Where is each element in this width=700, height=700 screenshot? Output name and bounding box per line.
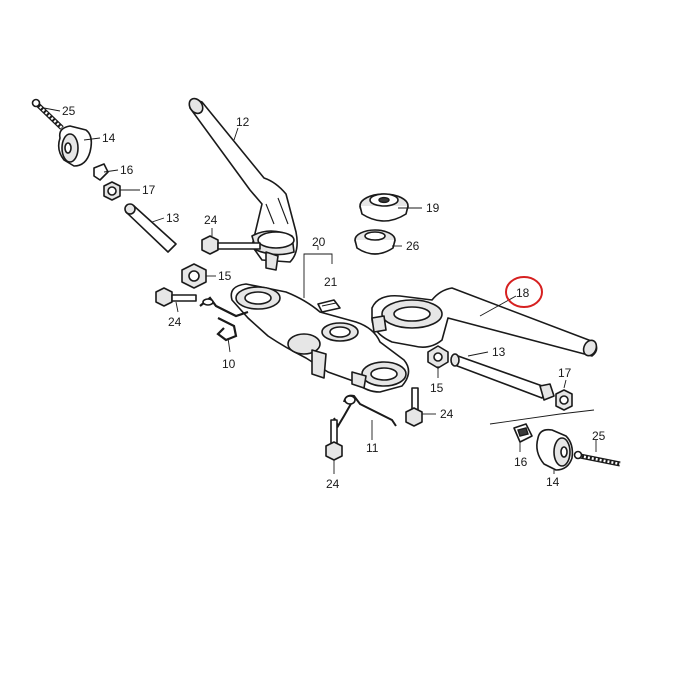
nut-17-right[interactable] bbox=[555, 389, 573, 411]
wire-clip-10[interactable] bbox=[199, 296, 249, 342]
callout-18[interactable]: 18 bbox=[516, 286, 530, 300]
callout-14-right: 14 bbox=[546, 475, 560, 489]
callout-13-right: 13 bbox=[492, 345, 506, 359]
rod-13-right[interactable] bbox=[450, 353, 555, 401]
callout-20: 20 bbox=[312, 235, 326, 249]
collar-nut-15-left[interactable] bbox=[181, 263, 207, 289]
rod-13-left[interactable] bbox=[124, 203, 177, 253]
callouts: 25 14 16 17 13 12 24 15 20 21 19 26 18 2… bbox=[62, 104, 606, 491]
bar-end-weight-14-right[interactable] bbox=[536, 428, 574, 471]
callout-17-right: 17 bbox=[558, 366, 572, 380]
bolt-24-upper-left[interactable] bbox=[201, 235, 261, 255]
callout-14-left: 14 bbox=[102, 131, 116, 145]
callout-16-right: 16 bbox=[514, 455, 528, 469]
nut-17-left[interactable] bbox=[103, 181, 121, 201]
bar-end-weight-14-left[interactable] bbox=[57, 125, 93, 167]
clip-16-right[interactable] bbox=[513, 423, 533, 443]
steering-stem-nut-19[interactable] bbox=[359, 193, 409, 222]
clip-16-left[interactable] bbox=[93, 163, 109, 181]
callout-12: 12 bbox=[236, 115, 250, 129]
plate-21[interactable] bbox=[317, 299, 341, 313]
washer-26[interactable] bbox=[354, 229, 396, 255]
spring-clip-11[interactable] bbox=[333, 394, 397, 429]
left-handlebar-12[interactable] bbox=[186, 96, 298, 271]
bolt-24-mid-left[interactable] bbox=[155, 287, 197, 307]
leader-lines bbox=[43, 107, 597, 474]
collar-nut-15-right[interactable] bbox=[427, 345, 449, 369]
callout-15-left: 15 bbox=[218, 269, 232, 283]
bolt-25-left[interactable] bbox=[31, 98, 64, 130]
bolt-25-right[interactable] bbox=[573, 450, 621, 467]
callout-24-upper-left: 24 bbox=[204, 213, 218, 227]
callout-26: 26 bbox=[406, 239, 420, 253]
bolt-24-lower-right[interactable] bbox=[405, 387, 423, 427]
callout-10: 10 bbox=[222, 357, 236, 371]
top-bridge-20[interactable] bbox=[230, 283, 410, 393]
callout-24-mid-left: 24 bbox=[168, 315, 182, 329]
callout-24-lower-right: 24 bbox=[440, 407, 454, 421]
callout-15-right: 15 bbox=[430, 381, 444, 395]
callout-13-left: 13 bbox=[166, 211, 180, 225]
callout-17-left: 17 bbox=[142, 183, 156, 197]
callout-21: 21 bbox=[324, 275, 338, 289]
callout-24-bottom: 24 bbox=[326, 477, 340, 491]
callout-16-left: 16 bbox=[120, 163, 134, 177]
callout-18-highlight-circle bbox=[505, 276, 543, 308]
right-handlebar-18[interactable] bbox=[371, 287, 599, 358]
callout-11: 11 bbox=[366, 441, 379, 455]
bolt-24-bottom[interactable] bbox=[325, 419, 343, 461]
callout-19: 19 bbox=[426, 201, 440, 215]
callout-25-left: 25 bbox=[62, 104, 76, 118]
callout-25-right: 25 bbox=[592, 429, 606, 443]
